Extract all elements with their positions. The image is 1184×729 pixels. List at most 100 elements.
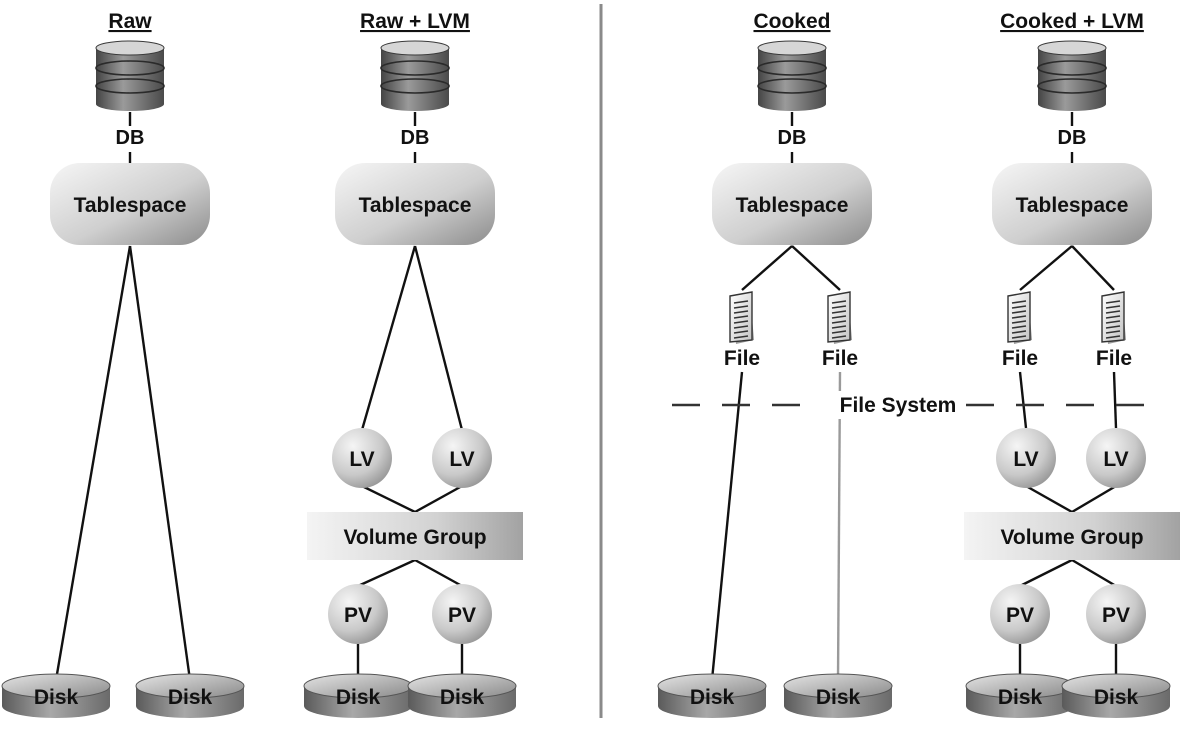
database-ring [380, 60, 450, 76]
disk-bottom [966, 694, 1074, 718]
disk-label: Disk [998, 686, 1043, 709]
file-text-line [733, 335, 749, 339]
file-text-line [1011, 305, 1027, 309]
connector-line [791, 245, 841, 291]
connector-line [1019, 558, 1073, 588]
tablespace-label: Tablespace [359, 194, 472, 217]
connector-line [414, 484, 463, 514]
database-ring [757, 78, 827, 94]
lv-label: LV [1013, 448, 1038, 471]
db-label: DB [1058, 127, 1087, 149]
file-text-line [733, 315, 749, 319]
file-text-line [831, 325, 847, 329]
file-system-label: File System [840, 394, 957, 417]
connector-line [1071, 484, 1117, 514]
pv-label: PV [1102, 604, 1130, 627]
disk-icon [303, 673, 413, 718]
file-text-line [831, 320, 847, 324]
disk-bottom [658, 694, 766, 718]
connector-line [1112, 371, 1118, 429]
file-text-line [831, 335, 847, 339]
database-icon [1037, 40, 1107, 111]
pv-label: PV [344, 604, 372, 627]
file-text-line [1011, 320, 1027, 324]
disk-top [1061, 673, 1171, 699]
disk-icon [1, 673, 111, 718]
file-text-line [1011, 310, 1027, 314]
pv-node [432, 584, 492, 644]
tablespace-label: Tablespace [74, 194, 187, 217]
connector-line [414, 558, 463, 588]
database-icon [95, 40, 165, 111]
file-text-line [733, 325, 749, 329]
file-text-line [831, 300, 847, 304]
disk-bottom [784, 694, 892, 718]
connector-line [741, 245, 793, 291]
file-text-line [1105, 330, 1121, 334]
database-body [758, 48, 826, 104]
database-base [96, 97, 164, 111]
disk-bottom [304, 694, 412, 718]
database-icon [380, 40, 450, 111]
file-text-line [1011, 325, 1027, 329]
database-body [1038, 48, 1106, 104]
database-ring [1037, 60, 1107, 76]
lv-node [1086, 428, 1146, 488]
disk-label: Disk [336, 686, 381, 709]
file-text-line [733, 310, 749, 314]
file-text-line [831, 315, 847, 319]
file-text-line [1105, 310, 1121, 314]
lv-node [996, 428, 1056, 488]
panel-title: Cooked [753, 10, 830, 33]
file-label: File [1002, 347, 1038, 370]
pv-node [990, 584, 1050, 644]
connector-line [1071, 558, 1117, 588]
database-top [95, 40, 165, 56]
volume-group-node [964, 512, 1180, 560]
lv-label: LV [449, 448, 474, 471]
pv-label: PV [448, 604, 476, 627]
file-text-line [1105, 300, 1121, 304]
lv-node [432, 428, 492, 488]
connector-line [1071, 245, 1115, 291]
tablespace-node [992, 163, 1152, 245]
pv-node [1086, 584, 1146, 644]
database-icon [757, 40, 827, 111]
file-document-icon [1007, 291, 1032, 344]
connector-line [1019, 245, 1073, 291]
db-label: DB [401, 127, 430, 149]
database-ring [380, 78, 450, 94]
connector-line [54, 245, 132, 681]
connector-line [413, 245, 464, 431]
disk-label: Disk [816, 686, 861, 709]
disk-label: Disk [1094, 686, 1139, 709]
file-text-line [1105, 325, 1121, 329]
database-ring [95, 78, 165, 94]
file-document-icon [1101, 291, 1126, 344]
file-text-line [1011, 300, 1027, 304]
file-text-line [733, 305, 749, 309]
database-base [1038, 97, 1106, 111]
pv-node [328, 584, 388, 644]
disk-bottom [136, 694, 244, 718]
file-document-icon [729, 291, 754, 344]
disk-bottom [1062, 694, 1170, 718]
connector-line [836, 371, 842, 681]
disk-bottom [2, 694, 110, 718]
tablespace-node [712, 163, 872, 245]
connector-line [1018, 371, 1028, 429]
volume-group-label: Volume Group [1000, 526, 1143, 549]
tablespace-label: Tablespace [736, 194, 849, 217]
disk-top [1, 673, 111, 699]
database-top [1037, 40, 1107, 56]
file-label: File [724, 347, 760, 370]
disk-bottom [408, 694, 516, 718]
database-top [380, 40, 450, 56]
connector-line [357, 558, 416, 588]
lv-node [332, 428, 392, 488]
file-text-line [1105, 315, 1121, 319]
db-label: DB [778, 127, 807, 149]
connector-line [361, 484, 416, 514]
disk-top [135, 673, 245, 699]
